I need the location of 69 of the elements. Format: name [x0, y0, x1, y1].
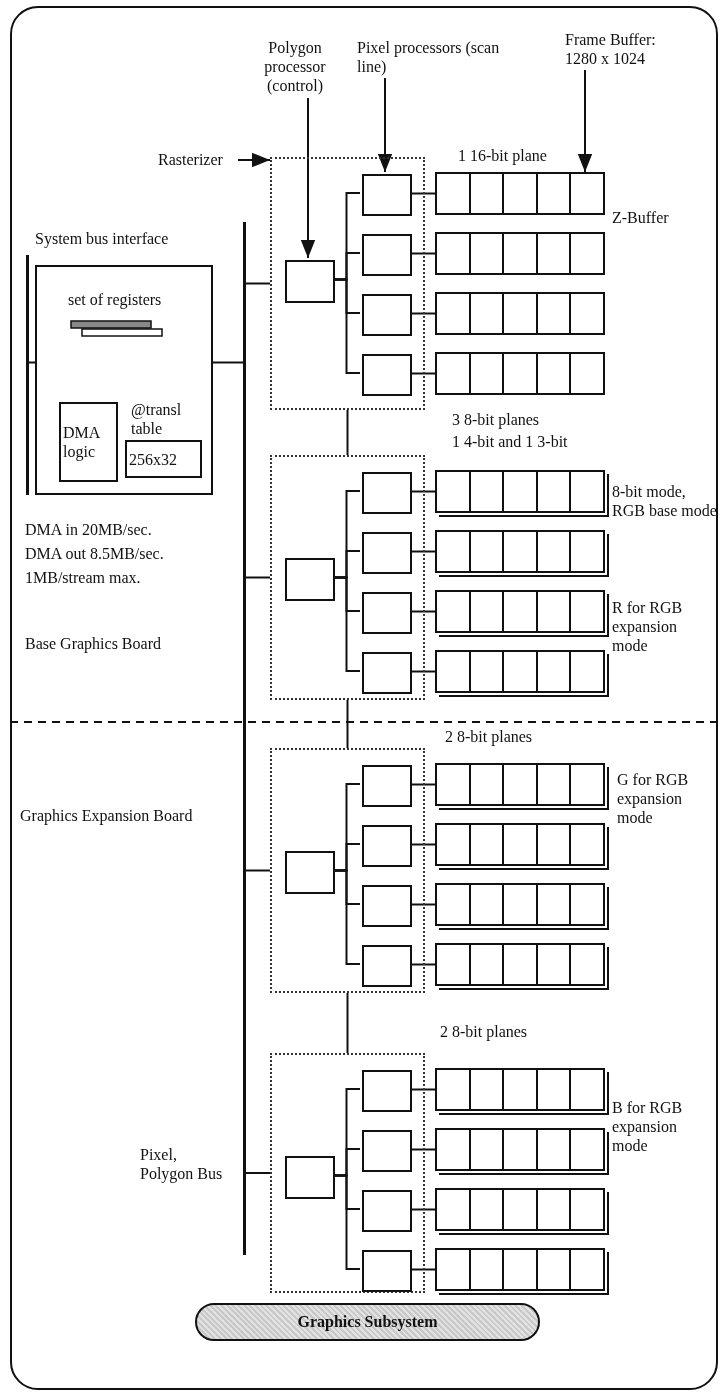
connector-line: [346, 699, 349, 749]
plane-label: 2 8-bit planes: [445, 727, 534, 746]
buffer-label: Z-Buffer: [612, 208, 670, 227]
connector-line: [245, 869, 271, 872]
memory-plane-row: [435, 292, 605, 335]
pixel-processor-box: [362, 1190, 412, 1232]
mode-label: R for RGB expansion mode: [612, 598, 684, 655]
processor-group-box: [270, 455, 425, 700]
side-label: @transl table: [131, 400, 183, 438]
polygon-processor-box: [285, 260, 335, 303]
memory-plane-row: [435, 172, 605, 215]
plane-label: 2 8-bit planes: [440, 1022, 529, 1041]
pixel-processor-box: [362, 1130, 412, 1172]
component-label: set of registers: [68, 290, 163, 309]
callout-text: Frame Buffer: 1280 x 1024: [565, 30, 685, 70]
bus-line: [26, 255, 29, 495]
bus-line: [243, 222, 246, 1255]
pixel-processor-box: [362, 765, 412, 807]
connector-line: [245, 1172, 271, 1174]
memory-plane-row: [435, 352, 605, 395]
polygon-processor-box: [285, 558, 335, 601]
callout-text: Rasterizer: [158, 150, 238, 170]
plane-label: 1 16-bit plane: [458, 146, 548, 165]
pixel-processor-box: [362, 652, 412, 694]
mode-label: 8-bit mode, RGB base mode: [612, 482, 718, 520]
pixel-processor-box: [362, 234, 412, 276]
side-label: Pixel, Polygon Bus: [140, 1145, 224, 1183]
connector-line: [245, 282, 271, 285]
callout-text: Pixel processors (scan line): [357, 38, 507, 78]
pixel-processor-box: [362, 945, 412, 987]
board-label: Graphics Expansion Board: [20, 806, 194, 825]
connector-line: [212, 361, 244, 364]
rate-note: 1MB/stream max.: [25, 568, 142, 587]
pixel-processor-box: [362, 1070, 412, 1112]
callout-text: Polygon processor (control): [245, 38, 345, 98]
panel-heading: System bus interface: [35, 230, 169, 248]
pixel-processor-box: [362, 354, 412, 396]
arrow: [237, 152, 271, 168]
pixel-processor-box: [362, 592, 412, 634]
rate-note: DMA in 20MB/sec.: [25, 520, 153, 539]
mode-label: G for RGB expansion mode: [617, 770, 690, 827]
title-pill: Graphics Subsystem: [195, 1303, 540, 1341]
pixel-processor-box: [362, 885, 412, 927]
connector-line: [245, 576, 271, 579]
rate-note: DMA out 8.5MB/sec.: [25, 544, 165, 563]
logic-box: 256x32: [125, 440, 202, 478]
connector-line: [28, 361, 36, 364]
arrow: [300, 97, 316, 259]
pixel-processor-box: [362, 472, 412, 514]
board-label: Base Graphics Board: [25, 634, 162, 653]
polygon-processor-box: [285, 851, 335, 894]
processor-group-box: [270, 1053, 425, 1293]
pixel-processor-box: [362, 1250, 412, 1292]
pixel-processor-box: [362, 174, 412, 216]
polygon-processor-box: [285, 1156, 335, 1199]
memory-plane-row: [435, 232, 605, 275]
logic-box: DMA logic: [59, 402, 118, 482]
pixel-processor-box: [362, 825, 412, 867]
pixel-processor-box: [362, 532, 412, 574]
plane-label: 1 4-bit and 1 3-bit: [452, 432, 569, 451]
plane-label: 3 8-bit planes: [452, 410, 541, 429]
mode-label: B for RGB expansion mode: [612, 1098, 684, 1155]
processor-group-box: [270, 157, 425, 410]
arrow: [577, 69, 593, 173]
processor-group-box: [270, 748, 425, 993]
pixel-processor-box: [362, 294, 412, 336]
connector-line: [346, 992, 349, 1054]
arrow: [377, 77, 393, 173]
connector-line: [346, 409, 349, 456]
